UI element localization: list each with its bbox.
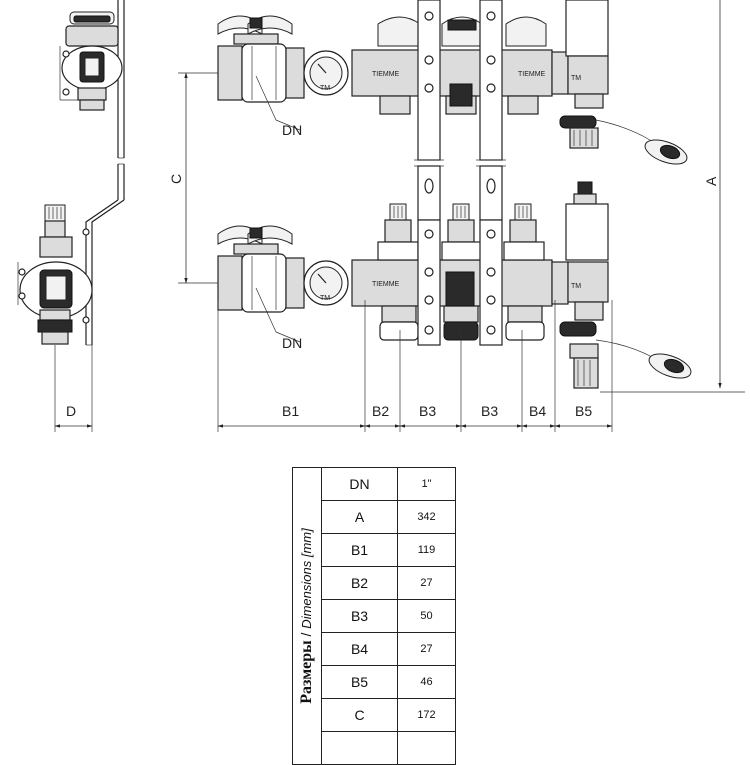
svg-text:TM: TM	[320, 295, 330, 302]
caption-sep: /	[298, 628, 314, 641]
table-caption: Размеры / Dimensions [mm]	[292, 467, 322, 765]
dim-label-b3-left: B3	[419, 403, 436, 419]
dim-label-a: A	[703, 176, 719, 186]
caption-en: Dimensions [mm]	[299, 528, 314, 629]
b-dimensions: B1 B2 B3 B3 B4 B5	[217, 300, 613, 432]
table-value: 27	[397, 566, 456, 600]
dim-label-d: D	[66, 403, 76, 419]
table-value: 1"	[397, 467, 456, 501]
dim-label-b5: B5	[575, 403, 592, 419]
table-param: C	[321, 698, 398, 732]
brand-upper-2: TIEMME	[518, 71, 546, 78]
dim-label-b1: B1	[282, 403, 299, 419]
table-param: B2	[321, 566, 398, 600]
table-value: 172	[397, 698, 456, 732]
brand-mark-upper: TM	[571, 75, 581, 82]
table-row: B3 50	[293, 599, 456, 633]
table-row: Размеры / Dimensions [mm] DN 1"	[292, 467, 456, 765]
table-param: DN	[321, 467, 398, 501]
dim-label-dn-bottom: DN	[282, 335, 302, 351]
side-valve-lower	[17, 204, 93, 345]
table-param: A	[321, 500, 398, 534]
brand-upper-1: TIEMME	[372, 71, 400, 78]
c-dimension: C	[168, 72, 222, 284]
dim-label-b4: B4	[529, 403, 546, 419]
a-dimension: A	[600, 0, 745, 393]
dim-label-b2: B2	[372, 403, 389, 419]
dimensions-table: Размеры / Dimensions [mm] DN 1" A 342 B1…	[292, 467, 456, 765]
dim-label-dn-top: DN	[282, 122, 302, 138]
table-param: B1	[321, 533, 398, 567]
table-param	[321, 731, 398, 765]
table-row: C 172	[293, 698, 456, 732]
svg-text:TM: TM	[320, 85, 330, 92]
dim-label-b3-right: B3	[481, 403, 498, 419]
brand-mark-lower: TM	[571, 283, 581, 290]
dim-label-c: C	[168, 174, 184, 184]
lower-manifold: TM TIEMME	[217, 181, 692, 389]
upper-manifold: TM TIEMME TIEMME TM	[217, 0, 688, 165]
table-param: B4	[321, 632, 398, 666]
caption-ru: Размеры	[298, 640, 315, 704]
table-value	[397, 731, 456, 765]
table-row: A 342	[293, 500, 456, 534]
table-value: 50	[397, 599, 456, 633]
side-view: D	[17, 0, 125, 432]
strap-breaks	[414, 159, 506, 221]
table-param: B5	[321, 665, 398, 699]
table-param: B3	[321, 599, 398, 633]
table-row: B2 27	[293, 566, 456, 600]
table-value: 27	[397, 632, 456, 666]
table-row: B5 46	[293, 665, 456, 699]
table-value: 46	[397, 665, 456, 699]
table-value: 342	[397, 500, 456, 534]
side-valve-upper	[59, 11, 123, 111]
table-value: 119	[397, 533, 456, 567]
brand-lower-1: TIEMME	[372, 281, 400, 288]
